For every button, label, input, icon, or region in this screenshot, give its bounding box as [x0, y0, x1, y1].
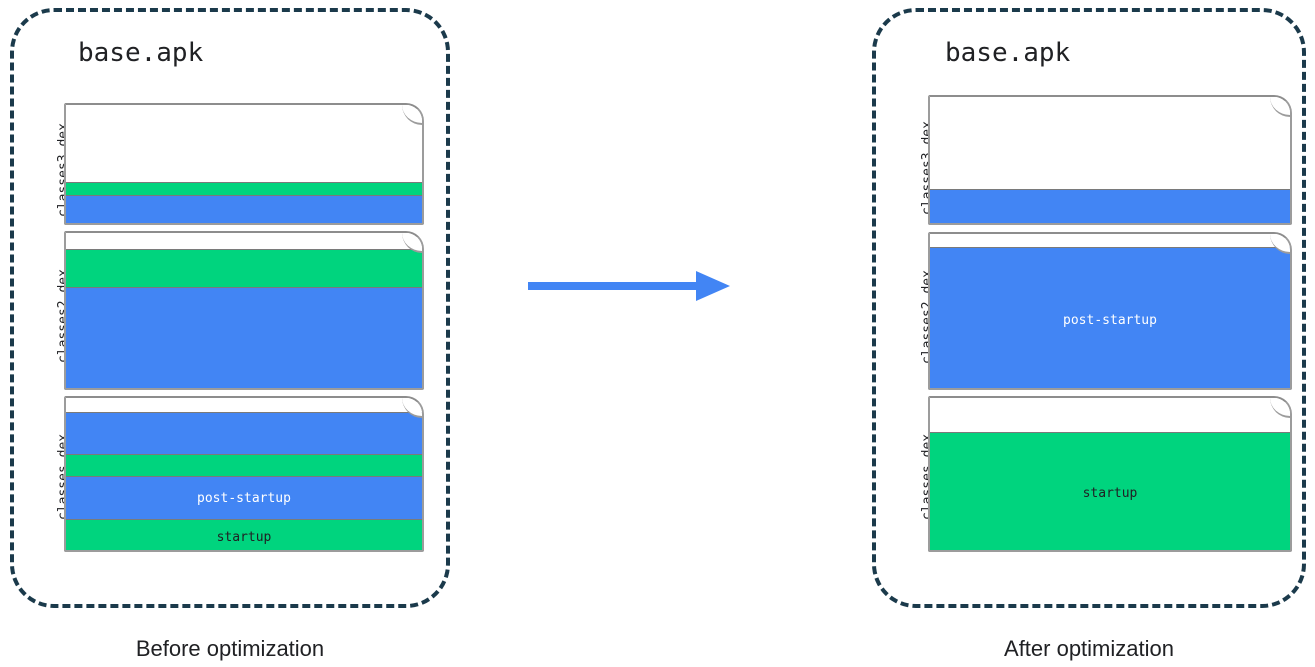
dex-segment-label: post-startup: [1063, 312, 1157, 328]
dex-segment-unused: [66, 398, 422, 412]
dex-group-after-classes3: classes3.dex: [904, 95, 1292, 225]
dex-segment-startup: [66, 454, 422, 476]
dex-group-after-classes: classes.dex startup: [904, 396, 1292, 552]
dex-group-before-classes2: classes2.dex: [40, 231, 424, 390]
dex-segment-unused: [930, 398, 1290, 432]
dex-frame-after-classes: startup: [928, 396, 1292, 552]
dex-frame-after-classes2: post-startup: [928, 232, 1292, 390]
dex-segment-startup: [66, 182, 422, 195]
dex-segment-post-startup: [66, 287, 422, 388]
dex-segment-startup: [66, 249, 422, 287]
apk-title-after: base.apk: [945, 38, 1071, 68]
apk-title-before: base.apk: [78, 38, 204, 68]
caption-after-optimization: After optimization: [1004, 636, 1174, 661]
dex-frame-before-classes3: [64, 103, 424, 225]
dex-segment-unused: [66, 233, 422, 249]
dex-frame-before-classes: post-startup startup: [64, 396, 424, 552]
dex-segment-unused: [930, 234, 1290, 247]
dex-segment-unused: [66, 105, 422, 182]
dex-segment-post-startup: [930, 189, 1290, 223]
caption-before-optimization: Before optimization: [135, 636, 325, 661]
dex-group-before-classes: classes.dex post-startup startup: [40, 396, 424, 552]
dex-frame-after-classes3: [928, 95, 1292, 225]
dex-segment-label: startup: [216, 529, 272, 545]
dex-segment-post-startup: [66, 412, 422, 454]
dex-group-after-classes2: classes2.dex post-startup: [904, 232, 1292, 390]
dex-segment-startup-labeled: startup: [930, 432, 1290, 550]
dex-segment-label: startup: [1082, 486, 1138, 501]
dex-segment-unused: [930, 97, 1290, 189]
dex-segment-startup-labeled: startup: [66, 519, 422, 550]
dex-group-before-classes3: classes3.dex: [40, 103, 424, 225]
dex-segment-post-startup-labeled: post-startup: [66, 476, 422, 519]
dex-segment-label: post-startup: [197, 490, 291, 506]
optimization-arrow-icon: [528, 271, 730, 301]
dex-frame-before-classes2: [64, 231, 424, 390]
dex-segment-post-startup: [66, 195, 422, 223]
dex-segment-post-startup-labeled: post-startup: [930, 247, 1290, 388]
